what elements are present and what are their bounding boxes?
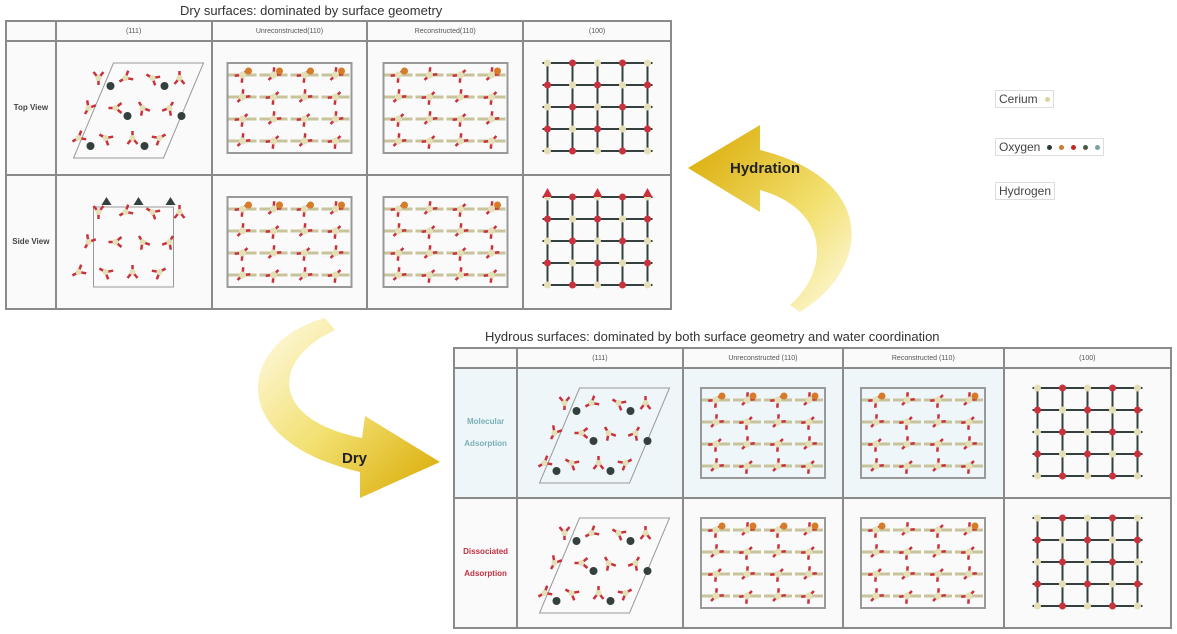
structure-rect [226, 196, 353, 288]
structure-sq [542, 59, 653, 155]
structure-cell [1002, 497, 1173, 629]
column-header: Unreconstructed(110) [210, 20, 369, 42]
structure-cell [522, 174, 672, 310]
atom-swatch-icon [1044, 97, 1050, 103]
hydration-label: Hydration [730, 160, 801, 177]
hydration-arrow [688, 125, 852, 312]
table-row: Side View [5, 174, 672, 310]
atom-swatch-icon [1047, 145, 1053, 151]
structure-rect [699, 517, 826, 609]
column-header [452, 347, 519, 369]
legend-label: Oxygen [999, 140, 1041, 154]
structure-rect2 [382, 196, 509, 288]
structure-rect [226, 62, 353, 154]
dry-surfaces-table: (111)Unreconstructed(110)Reconstructed(1… [5, 20, 672, 310]
table-row: Top View [5, 40, 672, 176]
legend-cerium: Cerium [995, 90, 1054, 108]
structure-cell [54, 40, 213, 176]
structure-hex [538, 387, 671, 484]
dry-title: Dry surfaces: dominated by surface geome… [180, 3, 443, 18]
column-header: (111) [54, 20, 213, 42]
structure-cell [210, 174, 369, 310]
structure-side [71, 197, 186, 288]
structure-sq [1032, 514, 1143, 610]
structure-cell [366, 174, 525, 310]
structure-cell [522, 40, 672, 176]
column-header: (100) [522, 20, 672, 42]
table-row: Dissociated Adsorption [452, 497, 1173, 629]
column-header: Reconstructed(110) [366, 20, 525, 42]
structure-cell [516, 367, 684, 499]
structure-rect [699, 387, 826, 479]
hydrous-surfaces-table: (111)Unreconstructed (110)Reconstructed … [452, 347, 1173, 629]
structure-hex [538, 517, 671, 614]
column-header [5, 20, 57, 42]
atom-swatch-icon [1059, 145, 1065, 151]
column-header: Unreconstructed (110) [681, 347, 845, 369]
structure-cell [54, 174, 213, 310]
dry-arrow [258, 318, 440, 498]
structure-rect2 [860, 517, 987, 609]
structure-sq [1032, 384, 1143, 480]
structure-side100 [542, 188, 653, 289]
row-label: Top View [5, 40, 57, 176]
structure-cell [516, 497, 684, 629]
structure-cell [842, 497, 1005, 629]
atom-swatch-icon [1083, 145, 1089, 151]
legend-label: Cerium [999, 92, 1038, 106]
column-header: (100) [1002, 347, 1173, 369]
structure-cell [842, 367, 1005, 499]
structure-cell [681, 497, 845, 629]
row-label: Side View [5, 174, 57, 310]
row-label: Molecular Adsorption [452, 367, 519, 499]
header-row: (111)Unreconstructed(110)Reconstructed(1… [5, 20, 672, 42]
dry-label: Dry [342, 450, 368, 467]
hydrous-title: Hydrous surfaces: dominated by both surf… [485, 329, 940, 344]
row-label: Dissociated Adsorption [452, 497, 519, 629]
structure-cell [681, 367, 845, 499]
legend-hydrogen: Hydrogen [995, 182, 1056, 200]
structure-cell [1002, 367, 1173, 499]
legend-oxygen: Oxygen [995, 138, 1105, 156]
structure-hex [71, 62, 205, 159]
structure-rect2 [382, 62, 509, 154]
header-row: (111)Unreconstructed (110)Reconstructed … [452, 347, 1173, 369]
column-header: Reconstructed (110) [842, 347, 1005, 369]
column-header: (111) [516, 347, 684, 369]
structure-cell [210, 40, 369, 176]
atom-swatch-icon [1071, 145, 1077, 151]
structure-rect2 [860, 387, 987, 479]
atom-swatch-icon [1095, 145, 1101, 151]
legend-label: Hydrogen [999, 184, 1052, 198]
structure-cell [366, 40, 525, 176]
table-row: Molecular Adsorption [452, 367, 1173, 499]
